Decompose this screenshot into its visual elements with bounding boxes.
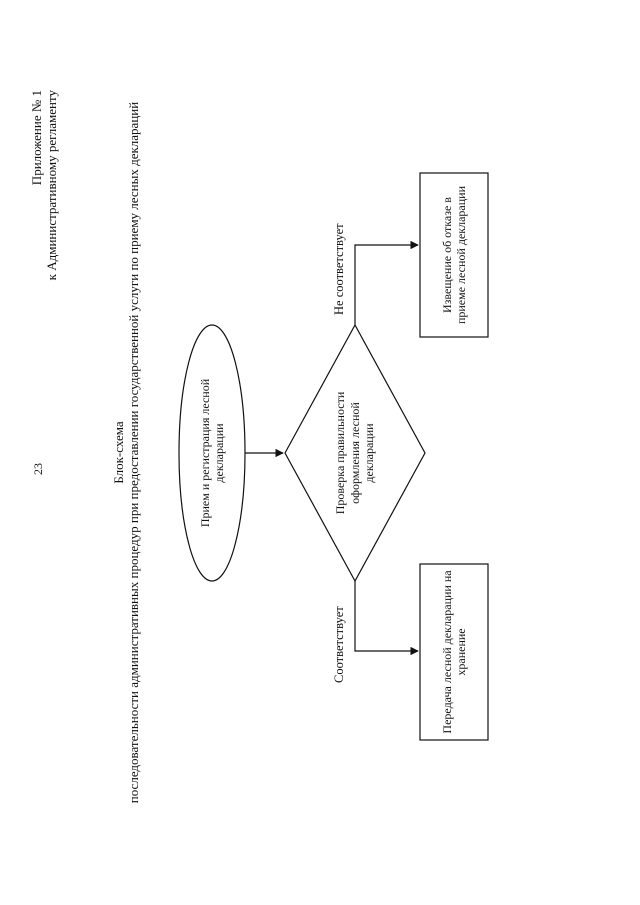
yes-action-box (419, 563, 489, 741)
no-edge-label: Не соответствует (332, 223, 346, 315)
start-node-label: Прием и регистрация лесной декларации (197, 378, 226, 528)
yes-edge-label: Соответствует (332, 606, 346, 683)
decision-diamond (284, 323, 426, 583)
no-action-box (419, 172, 489, 338)
decision-node-label: Проверка правильности оформления лесной … (333, 391, 377, 515)
yes-branch-arrow (354, 581, 419, 656)
yes-action-label: Передача лесной декларации на хранение (439, 570, 468, 734)
no-action-label: Извещение об отказе в приеме лесной декл… (439, 185, 468, 325)
no-branch-arrow (354, 240, 419, 325)
